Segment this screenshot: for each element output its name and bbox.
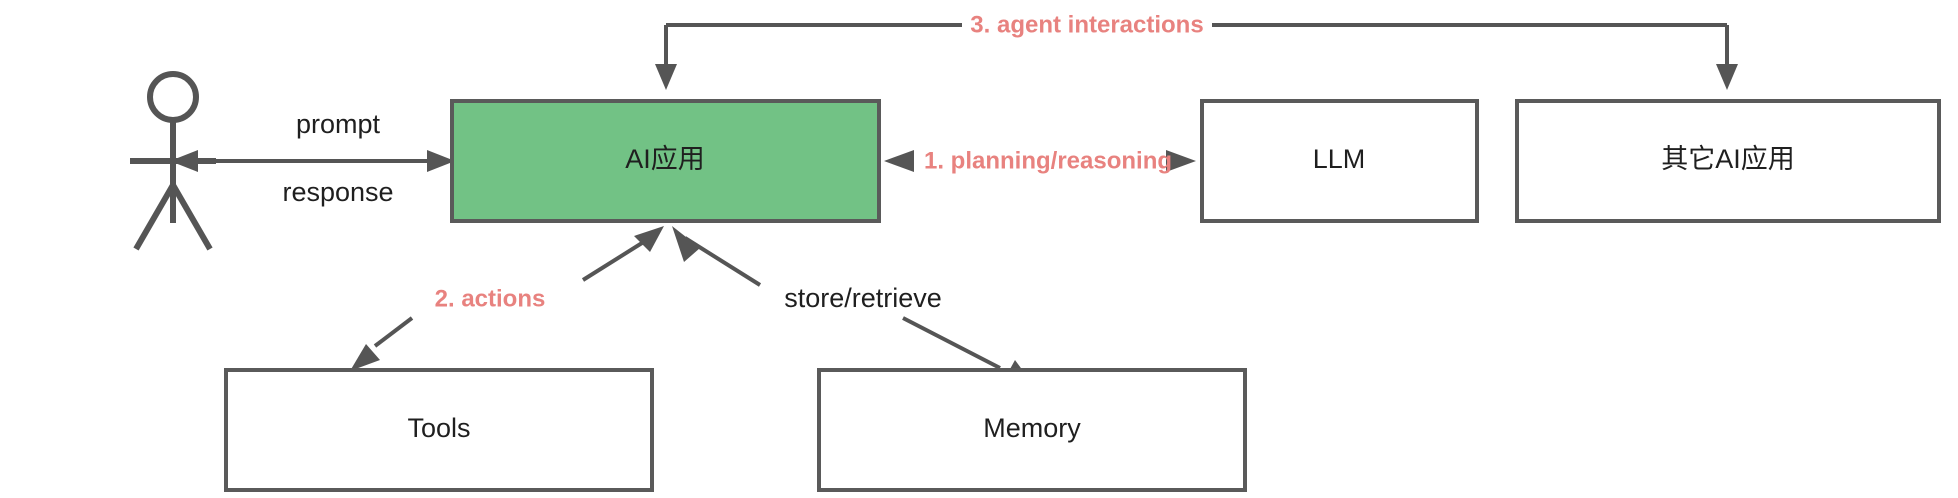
node-llm[interactable]: LLM: [1200, 99, 1479, 223]
edge-label-response: response: [282, 177, 393, 207]
edge-agent-interactions-arrowhead-right: [1716, 64, 1738, 90]
node-tools-rect[interactable]: [224, 368, 654, 492]
edge-aiapp-memory-arrowhead-up: [672, 226, 700, 262]
node-other-ai-app[interactable]: 其它AI应用: [1515, 99, 1941, 223]
edge-aiapp-memory-lower-line: [902, 316, 1001, 370]
node-ai-app-rect[interactable]: [450, 99, 881, 223]
node-ai-app[interactable]: AI应用: [450, 99, 881, 223]
node-ai-app-label: AI应用: [625, 144, 705, 174]
edge-aiapp-tools: 2. actions: [350, 226, 664, 371]
node-tools-label: Tools: [407, 413, 470, 443]
actor-head-icon: [147, 71, 199, 123]
node-memory[interactable]: Memory: [817, 368, 1247, 492]
edge-actor-aiapp: prompt response: [170, 109, 455, 207]
node-other-ai-app-rect[interactable]: [1515, 99, 1941, 223]
edge-aiapp-memory: store/retrieve: [672, 226, 1035, 387]
edge-label-store-retrieve: store/retrieve: [784, 283, 942, 313]
node-memory-label: Memory: [983, 413, 1081, 443]
node-tools[interactable]: Tools: [224, 368, 654, 492]
edge-aiapp-tools-arrowhead-up: [634, 226, 664, 252]
edge-label-prompt: prompt: [296, 109, 381, 139]
edge-aiapp-memory-upper-line: [683, 236, 762, 287]
edge-aiapp-llm-arrowhead-right: [1166, 150, 1196, 172]
edge-aiapp-tools-arrowhead-down: [350, 344, 380, 371]
actor-right-leg-line: [170, 183, 213, 251]
edge-actor-aiapp-arrowhead-left: [170, 150, 198, 172]
node-llm-rect[interactable]: [1200, 99, 1479, 223]
edge-aiapp-tools-lower-line: [373, 316, 414, 348]
edge-label-actions: 2. actions: [435, 285, 546, 312]
edge-actor-aiapp-arrowhead-right: [427, 150, 455, 172]
edge-label-agent-interactions: 3. agent interactions: [970, 11, 1203, 38]
edge-agent-interactions: 3. agent interactions: [655, 11, 1738, 90]
edge-aiapp-llm: 1. planning/reasoning: [884, 147, 1196, 174]
node-other-ai-app-label: 其它AI应用: [1661, 144, 1795, 174]
edge-agent-interactions-arrowhead-left: [655, 64, 677, 90]
node-memory-rect[interactable]: [817, 368, 1247, 492]
node-llm-label: LLM: [1313, 144, 1366, 174]
edge-aiapp-tools-upper-line: [581, 236, 652, 282]
actor-left-leg-line: [133, 183, 176, 251]
actor-stick-figure: [130, 71, 216, 251]
edge-aiapp-llm-arrowhead-left: [884, 150, 914, 172]
edge-label-planning-reasoning: 1. planning/reasoning: [924, 147, 1172, 174]
